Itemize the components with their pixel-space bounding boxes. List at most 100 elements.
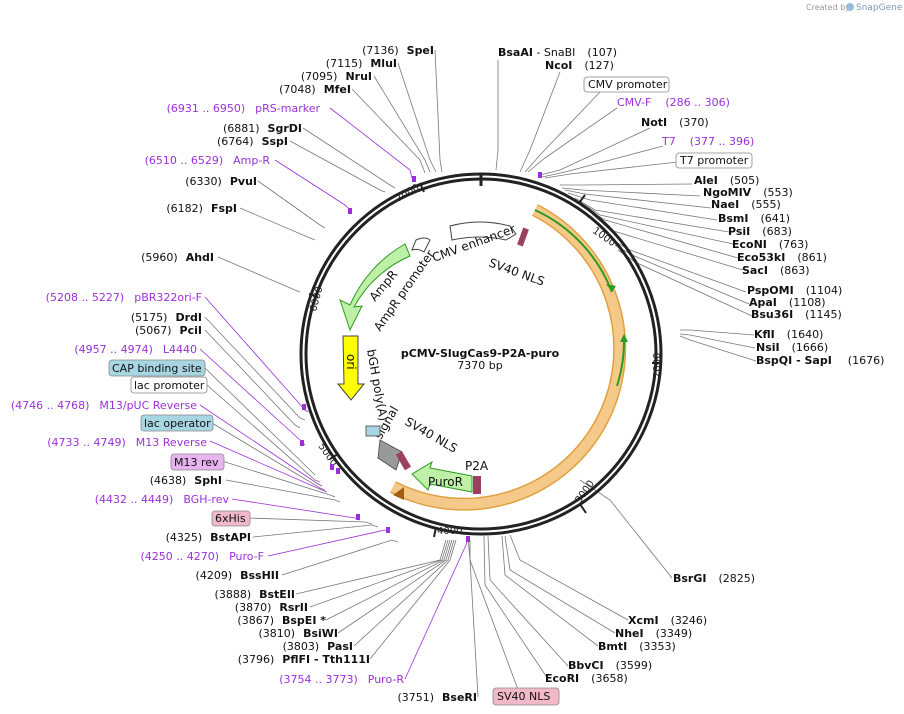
label-eco53ki: Eco53kI(861) — [737, 251, 827, 264]
puror-label: PuroR — [428, 475, 463, 489]
label-bmti: BmtI(3353) — [598, 640, 676, 653]
label-drdi: (5175)DrdI — [131, 311, 202, 324]
svg-text:6xHis: 6xHis — [215, 512, 246, 525]
ori-label: ori — [344, 354, 358, 370]
label-naei: NaeI(555) — [711, 198, 781, 211]
label-pcii: (5067)PciI — [135, 324, 202, 337]
label-saci: SacI(863) — [742, 264, 810, 277]
tick-3000: 3000 — [573, 479, 597, 506]
label-bsmi: BsmI(641) — [718, 212, 790, 225]
label-prs-marker: (6931 .. 6950)pRS-marker — [167, 102, 321, 115]
bgh-block — [377, 439, 403, 471]
label-sgrdi: (6881)SgrDI — [223, 122, 302, 135]
box-lac-promoter: lac promoter — [130, 376, 208, 394]
orf-arrowhead — [393, 487, 404, 500]
primer-marks — [300, 172, 542, 542]
bgh-feature: bGH poly(A) signal — [364, 348, 403, 471]
svg-text:M13 rev: M13 rev — [174, 456, 219, 469]
label-mfei: (7048)MfeI — [279, 83, 351, 96]
sv40-nls-top-label: SV40 NLS — [487, 256, 546, 289]
label-ecori: EcoRI(3658) — [545, 672, 628, 685]
backbone — [299, 172, 663, 536]
label-bsteii: (3888)BstEII — [215, 588, 295, 601]
ori-feature: ori — [336, 335, 366, 401]
label-mlui: (7115)MluI — [326, 57, 397, 70]
label-kfli: KflI(1640) — [754, 328, 823, 341]
label-t7: T7(377 .. 396) — [661, 135, 754, 148]
ori-arrow — [336, 335, 366, 401]
label-cmv-f: CMV-F(286 .. 306) — [617, 96, 730, 109]
orf-arc — [390, 205, 625, 510]
sv40-nls-mid-label: SV40 NLS — [403, 414, 460, 455]
svg-text:CAP binding site: CAP binding site — [112, 362, 202, 375]
label-ahdi: (5960)AhdI — [141, 251, 214, 264]
label-bspei: (3867)BspEI * — [237, 614, 326, 627]
sv40-nls-mid-mark — [395, 451, 411, 471]
label-bsiwi: (3810)BsiWI — [258, 627, 338, 640]
svg-text:lac promoter: lac promoter — [134, 379, 205, 392]
svg-text:CMV promoter: CMV promoter — [588, 78, 668, 91]
label-sphi: (4638)SphI — [150, 474, 222, 487]
label-m13-puc-reverse: (4746 .. 4768)M13/pUC Reverse — [11, 399, 197, 412]
p2a-mark — [473, 476, 481, 494]
plasmid-name: pCMV-SlugCas9-P2A-puro — [401, 347, 560, 360]
cmv-enhancer-feature: CMV enhancer — [430, 221, 517, 265]
label-pvui: (6330)PvuI — [185, 175, 257, 188]
label-pasi: (3803)PasI — [283, 640, 353, 653]
label-alei: AleI(505) — [694, 174, 759, 187]
box-6xhis: 6xHis — [211, 510, 251, 527]
label-fspi: (6182)FspI — [166, 202, 237, 215]
label-l4440: (4957 .. 4974)L4440 — [74, 343, 197, 356]
label-sspi: (6764)SspI — [217, 135, 288, 148]
ampr-promoter-arrow — [411, 237, 431, 253]
puror-arrow — [411, 460, 473, 493]
orf-arrowhead-green-1 — [606, 284, 616, 292]
tick-6000: 6000 — [308, 285, 325, 312]
label-bsrgi: BsrGI(2825) — [673, 572, 755, 585]
label-bgh-rev: (4432 .. 4449)BGH-rev — [95, 493, 230, 506]
box-lac-operator: lac operator — [140, 414, 214, 432]
box-t7-promoter: T7 promoter — [675, 152, 753, 169]
right-labels: BsaAI - SnaBI(107) NcoI(127) CMV promote… — [492, 46, 884, 706]
label-apai: ApaI(1108) — [749, 296, 825, 309]
label-pbr322ori-f: (5208 .. 5227)pBR322ori-F — [46, 291, 202, 304]
label-bsshii: (4209)BssHII — [196, 569, 279, 582]
left-labels: (7136)SpeI (7115)MluI (7095)NruI (7048)M… — [11, 44, 477, 704]
label-bsu36i: Bsu36I(1145) — [751, 308, 842, 321]
orf-arrowhead-green-2 — [620, 334, 628, 342]
box-cap-binding-site: CAP binding site — [108, 359, 206, 377]
label-noti: NotI(370) — [641, 116, 709, 129]
svg-text:lac operator: lac operator — [144, 417, 211, 430]
sv40-nls-mid-feature: SV40 NLS — [395, 414, 460, 471]
ampr-feature: AmpR AmpR promoter — [339, 237, 437, 334]
box-cmv-promoter: CMV promoter — [583, 76, 670, 93]
tick-7000: 7000 — [394, 182, 422, 204]
box-m13-rev: M13 rev — [170, 453, 225, 471]
label-m13-reverse: (4733 .. 4749)M13 Reverse — [47, 436, 207, 449]
label-econi: EcoNI(763) — [732, 238, 808, 251]
svg-text:T7 promoter: T7 promoter — [679, 154, 749, 167]
label-pflfi: (3796)PflFI - Tth111I — [238, 653, 370, 666]
tick-2000: 2000 — [652, 353, 663, 378]
sv40-nls-top-mark — [517, 227, 529, 247]
svg-text:SV40 NLS: SV40 NLS — [497, 690, 550, 703]
label-bstapi: (4325)BstAPI — [166, 531, 251, 544]
label-puro-r: (3754 .. 3773)Puro-R — [279, 673, 404, 686]
snapgene-logo-icon — [846, 3, 854, 11]
label-bbvci: BbvCI(3599) — [568, 659, 652, 672]
label-ngomiv: NgoMIV(553) — [703, 186, 793, 199]
label-rsrii: (3870)RsrII — [235, 601, 308, 614]
orf-inner-green-1 — [534, 209, 613, 293]
credit-brand: SnapGene — [856, 3, 903, 13]
label-ncoi: NcoI(127) — [545, 59, 614, 72]
puror-feature: PuroR P2A — [411, 459, 489, 494]
plasmid-size: 7370 bp — [457, 359, 502, 372]
label-xcmi: XcmI(3246) — [628, 614, 707, 627]
credit: Created by SnapGene — [806, 3, 903, 13]
label-amp-r: (6510 .. 6529)Amp-R — [145, 154, 271, 167]
ampr-arrow — [339, 243, 411, 332]
label-nrui: (7095)NruI — [301, 70, 372, 83]
label-nhei: NheI(3349) — [615, 627, 692, 640]
slugcas9-orf — [390, 204, 628, 511]
